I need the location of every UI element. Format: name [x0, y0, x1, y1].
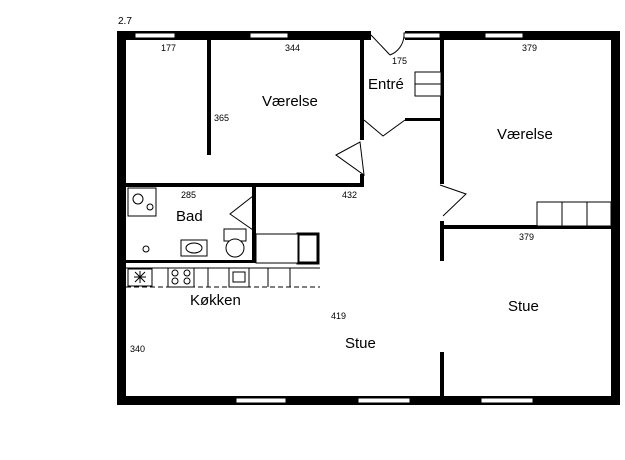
room-label-vaerelse-left: Værelse — [262, 93, 318, 110]
burner-2-icon — [183, 269, 191, 277]
dim-285: 285 — [181, 190, 196, 200]
dim-379-top: 379 — [522, 43, 537, 53]
kitchen-sink — [228, 267, 250, 288]
sink-basin — [185, 242, 203, 254]
toilet-bowl — [225, 238, 245, 258]
wall-entre-bottom — [405, 118, 444, 121]
dim-344: 344 — [285, 43, 300, 53]
room-label-stue-center: Stue — [345, 335, 376, 352]
dim-365: 365 — [214, 113, 229, 123]
window-5 — [235, 397, 287, 404]
room-label-stue-right: Stue — [508, 298, 539, 315]
wall-top-left — [117, 31, 371, 40]
window-2 — [249, 32, 289, 39]
front-door-leaf — [370, 34, 391, 56]
dim-379-mid: 379 — [519, 232, 534, 242]
room-label-bad: Bad — [176, 208, 203, 225]
wall-left — [117, 31, 126, 404]
bedroom-left-door — [335, 141, 365, 177]
bedroom-right-door — [439, 184, 467, 217]
wall-right-bedroom-bottom — [440, 225, 612, 229]
interior-walls — [126, 38, 612, 397]
shower-head-icon — [142, 245, 150, 253]
scale-label: 2.7 — [118, 16, 132, 27]
room-label-entre: Entré — [368, 76, 404, 93]
dim-432: 432 — [342, 190, 357, 200]
front-door-swing — [389, 35, 405, 56]
room-label-koekken: Køkken — [190, 292, 241, 309]
window-7 — [480, 397, 534, 404]
washer-drum — [132, 193, 144, 205]
right-bedroom-wardrobe — [536, 201, 612, 227]
cabinet-box — [296, 232, 320, 265]
window-3 — [403, 32, 441, 39]
kitchen-counter — [126, 267, 320, 288]
washer-drum-small — [146, 203, 154, 211]
sink — [180, 239, 208, 257]
dim-340: 340 — [130, 344, 145, 354]
entre-inner-door — [363, 119, 406, 137]
window-6 — [357, 397, 411, 404]
kitchen-sink-basin — [232, 271, 246, 283]
wall-right-bedroom-left — [440, 38, 444, 184]
wall-bath-bottom — [126, 260, 256, 263]
wall-center-divider-lower — [440, 352, 444, 397]
wall-bath-right — [252, 183, 256, 263]
wall-left-bedroom-partition — [207, 38, 211, 155]
wall-entre-left-stub — [360, 174, 364, 186]
room-label-vaerelse-right: Værelse — [497, 126, 553, 143]
window-4 — [484, 32, 524, 39]
burner-4-icon — [183, 277, 191, 285]
wall-center-divider-upper — [440, 221, 444, 261]
stove — [167, 267, 195, 288]
wall-entre-left — [360, 38, 364, 140]
storage-box — [255, 233, 299, 264]
doors — [229, 34, 467, 231]
bath-door — [229, 195, 254, 231]
burner-3-icon — [171, 277, 179, 285]
dim-175: 175 — [392, 56, 407, 66]
window-1 — [134, 32, 176, 39]
wardrobes — [414, 71, 612, 227]
burner-1-icon — [171, 269, 179, 277]
fan-icon — [134, 271, 146, 283]
dim-419: 419 — [331, 311, 346, 321]
wall-bedroom-bottom — [126, 183, 364, 187]
windows — [134, 32, 534, 404]
bath-fixtures — [127, 187, 247, 258]
wall-right — [611, 31, 620, 404]
dim-177: 177 — [161, 43, 176, 53]
